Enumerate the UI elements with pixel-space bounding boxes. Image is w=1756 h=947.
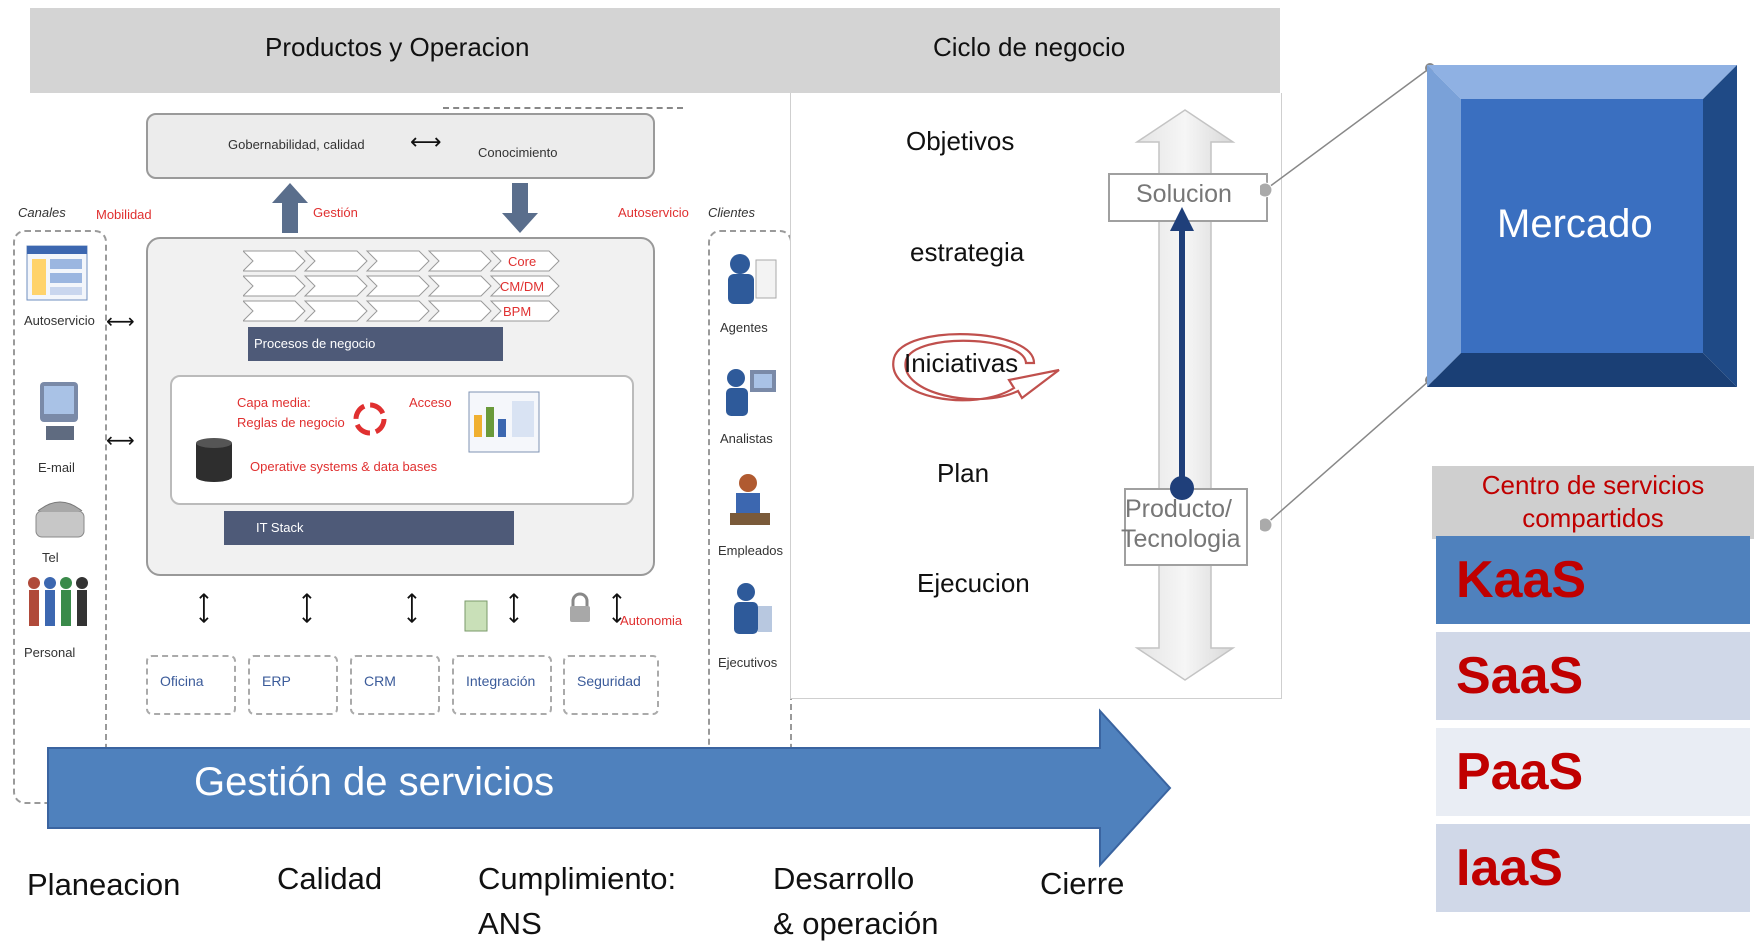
box-seguridad: Seguridad bbox=[563, 655, 659, 715]
phase-planeacion: Planeacion bbox=[27, 867, 181, 902]
movilidad-label: Mobilidad bbox=[96, 207, 152, 222]
services-title-line2: compartidos bbox=[1522, 503, 1664, 533]
database-icon bbox=[196, 438, 232, 482]
vertical-arrow-icon-1: ⟷ bbox=[191, 592, 217, 624]
double-arrow-icon: ⟷ bbox=[410, 129, 442, 154]
phase-cumplimiento-2: ANS bbox=[478, 905, 542, 941]
window-icon bbox=[26, 245, 88, 301]
capa-media-1: Capa media: bbox=[237, 395, 311, 410]
dashboard-icon bbox=[468, 391, 540, 453]
channel-tel: Tel bbox=[42, 550, 59, 565]
step-plan: Plan bbox=[937, 458, 990, 488]
phase-desarrollo: Desarrollo & operación bbox=[773, 857, 938, 947]
gestion-arrow bbox=[47, 708, 1172, 868]
producto-label-2: Tecnologia bbox=[1121, 525, 1241, 553]
phone-icon bbox=[35, 501, 85, 538]
core-label: Core bbox=[508, 254, 537, 269]
canales-label: Canales bbox=[18, 205, 66, 220]
mercado-connectors bbox=[1260, 63, 1435, 533]
mercado-label: Mercado bbox=[1497, 202, 1653, 246]
executive-icon bbox=[734, 583, 772, 634]
left-double-arrow-icon: ⟷ bbox=[106, 311, 135, 333]
mercado-box bbox=[1427, 65, 1737, 387]
client-ejecutivos: Ejecutivos bbox=[718, 655, 778, 670]
loop-arrow-icon bbox=[892, 333, 1060, 402]
integration-icon bbox=[464, 600, 488, 632]
operative-label: Operative systems & data bases bbox=[250, 459, 438, 474]
architecture-diagram: Gobernabilidad, calidad ⟷ Conocimiento G… bbox=[8, 95, 798, 804]
producto-label-1: Producto/ bbox=[1125, 495, 1233, 523]
service-iaas: IaaS bbox=[1436, 824, 1750, 912]
left-double-arrow-icon-2: ⟷ bbox=[106, 430, 135, 452]
phase-desarrollo-2: & operación bbox=[773, 905, 939, 941]
box-integracion: Integración bbox=[452, 655, 552, 715]
computer-icon bbox=[40, 382, 78, 440]
box-erp: ERP bbox=[248, 655, 338, 715]
blue-up-arrow bbox=[1170, 207, 1194, 500]
header-band bbox=[30, 8, 1280, 93]
services-title-line1: Centro de servicios bbox=[1481, 470, 1705, 500]
gestion-label: Gestión bbox=[313, 205, 358, 220]
employee-icon bbox=[730, 474, 770, 525]
gov-right-label: Conocimiento bbox=[478, 145, 558, 160]
header-products: Productos y Operacion bbox=[265, 32, 530, 62]
service-saas: SaaS bbox=[1436, 632, 1750, 720]
channel-autoservicio: Autoservicio bbox=[24, 313, 95, 328]
vertical-arrow-icon-3: ⟷ bbox=[399, 592, 425, 624]
step-estrategia: estrategia bbox=[910, 237, 1025, 267]
header-cycle: Ciclo de negocio bbox=[933, 32, 1126, 62]
analyst-icon bbox=[726, 369, 776, 416]
gestion-arrow-label: Gestión de servicios bbox=[194, 760, 555, 804]
phase-cumplimiento-1: Cumplimiento: bbox=[478, 861, 677, 896]
channel-email: E-mail bbox=[38, 460, 75, 475]
vertical-arrow-icon-4: ⟷ bbox=[501, 592, 527, 624]
inner-box: Capa media: Reglas de negocio Acceso Ope… bbox=[170, 375, 634, 505]
step-iniciativas: Iniciativas bbox=[904, 348, 1019, 378]
autoservicio-top-label: Autoservicio bbox=[618, 205, 689, 220]
bpm-label: BPM bbox=[503, 304, 532, 319]
box-oficina: Oficina bbox=[146, 655, 236, 715]
service-kaas: KaaS bbox=[1436, 536, 1750, 624]
lock-icon bbox=[570, 592, 590, 622]
producto-box bbox=[1124, 488, 1248, 566]
services-title: Centro de servicios compartidos bbox=[1432, 466, 1754, 539]
autonomia-label: Autonomia bbox=[620, 613, 683, 628]
capa-media-2: Reglas de negocio bbox=[237, 415, 345, 430]
step-ejecucion: Ejecucion bbox=[917, 568, 1030, 598]
phase-cierre: Cierre bbox=[1040, 866, 1125, 901]
client-analistas: Analistas bbox=[720, 431, 773, 446]
it-stack-bar: IT Stack bbox=[224, 511, 514, 545]
central-box: Core CM/DM BPM Procesos de negocio Capa … bbox=[146, 237, 655, 576]
vertical-arrow-icon-2: ⟷ bbox=[294, 592, 320, 624]
phase-cumplimiento: Cumplimiento: ANS bbox=[478, 857, 676, 947]
clientes-label: Clientes bbox=[708, 205, 755, 220]
people-icon bbox=[28, 577, 88, 626]
top-dash bbox=[443, 107, 683, 109]
phase-desarrollo-1: Desarrollo bbox=[773, 861, 915, 896]
step-objetivos: Objetivos bbox=[906, 126, 1015, 156]
cmdm-label: CM/DM bbox=[500, 279, 545, 294]
procesos-bar: Procesos de negocio bbox=[248, 327, 503, 361]
up-arrow-icon bbox=[272, 183, 308, 233]
client-agentes: Agentes bbox=[720, 320, 768, 335]
service-paas: PaaS bbox=[1436, 728, 1750, 816]
process-chevrons bbox=[243, 250, 560, 322]
agent-icon bbox=[728, 254, 777, 304]
client-empleados: Empleados bbox=[718, 543, 784, 558]
phase-calidad: Calidad bbox=[277, 861, 383, 896]
down-arrow-icon bbox=[502, 183, 538, 233]
governance-box: Gobernabilidad, calidad ⟷ Conocimiento bbox=[146, 113, 655, 179]
acceso-label: Acceso bbox=[409, 395, 452, 410]
solucion-label: Solucion bbox=[1136, 180, 1232, 208]
channel-personal: Personal bbox=[24, 645, 76, 660]
refresh-cycle-icon bbox=[353, 402, 387, 436]
gov-left-label: Gobernabilidad, calidad bbox=[228, 137, 365, 152]
box-crm: CRM bbox=[350, 655, 440, 715]
